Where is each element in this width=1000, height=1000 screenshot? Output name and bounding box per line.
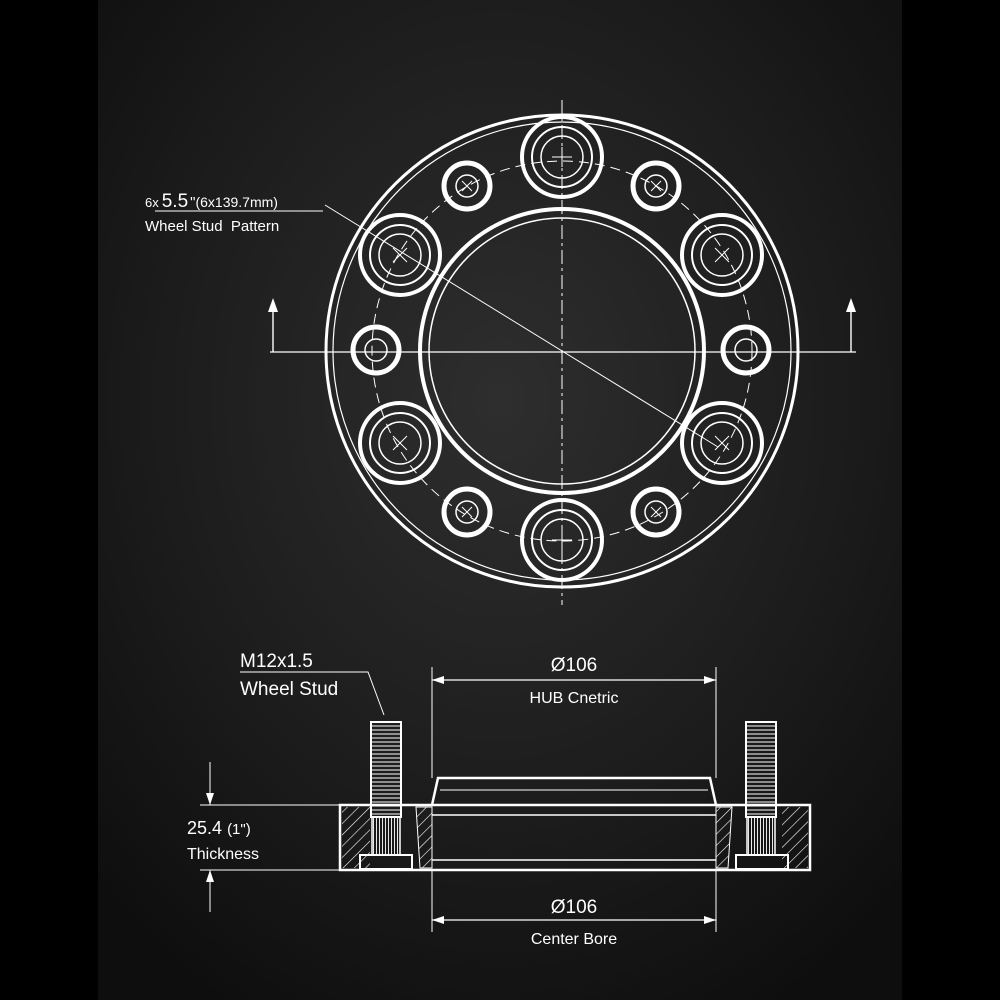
stud-hole-upper-left [358,213,442,297]
stud-hole-lower-right [680,401,764,485]
bore-left-hatch [415,806,433,869]
stud-hole-upper-right [680,213,764,297]
stud-hole-lower-left [358,401,442,485]
hub-diameter-label: Ø106 [551,655,597,676]
arrowhead-left [268,298,278,312]
hub-outer-ring [418,207,706,495]
lug-hole-left [350,324,402,376]
thickness-arrowhead-bottom [206,870,214,882]
lug-hole-lower-left [441,486,493,538]
bore-arrow-left [432,916,444,924]
bore-caption: Center Bore [531,931,617,948]
stud-spec-label: M12x1.5 [240,651,313,672]
hub-pilot-outline [430,776,718,806]
thickness-caption: Thickness [187,846,259,863]
stud-caption: Wheel Stud [240,679,338,700]
lug-hole-lower-right [630,486,682,538]
arrowhead-right [846,298,856,312]
left-section-hatch [342,807,370,868]
stud-hole-bottom [520,498,604,582]
right-section-hatch [782,807,808,868]
pattern-caption: Wheel Stud Pattern [145,218,279,235]
bolt-circle [371,160,753,542]
hub-arrow-left [432,676,444,684]
right-wheel-stud [735,721,789,870]
lug-hole-right [720,324,772,376]
bore-right-hatch [715,806,733,869]
stud-hole-top [520,115,604,199]
thickness-arrowhead-top [206,793,214,805]
lug-hole-upper-left [441,160,493,212]
bore-arrow-right [704,916,716,924]
thickness-value-label: 25.4 (1") [187,818,251,838]
hub-caption: HUB Cnetric [530,690,619,707]
side-view [200,667,812,932]
pattern-leader-line [324,204,719,448]
left-wheel-stud [359,721,413,870]
lug-hole-upper-right [630,160,682,212]
hub-inner-ring [428,217,696,485]
stud-leader [240,671,385,716]
bore-diameter-label: Ø106 [551,897,597,918]
flange-body [338,803,812,872]
hub-arrow-right [704,676,716,684]
top-view [155,100,856,605]
